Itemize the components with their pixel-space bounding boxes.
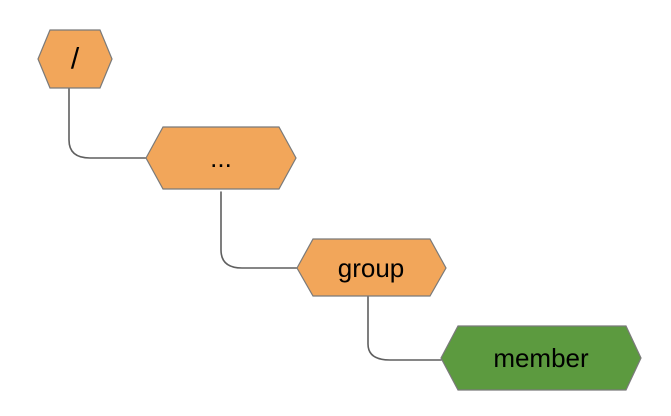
edge-root-to-ellipsis [68,87,147,159]
node-root-label: / [71,43,80,76]
node-member-shape [440,325,642,391]
node-ellipsis: ... [145,126,297,190]
node-member: member [440,325,642,391]
node-member-label: member [493,343,589,373]
node-ellipsis-shape [145,126,297,190]
edge-ellipsis-to-group [220,191,298,269]
node-group-label: group [338,253,405,283]
edge-group-to-member [367,295,442,361]
node-group-shape [296,238,447,297]
node-ellipsis-label: ... [210,143,232,173]
node-root: / [37,29,113,89]
node-group: group [296,238,447,297]
node-root-shape [37,29,113,89]
